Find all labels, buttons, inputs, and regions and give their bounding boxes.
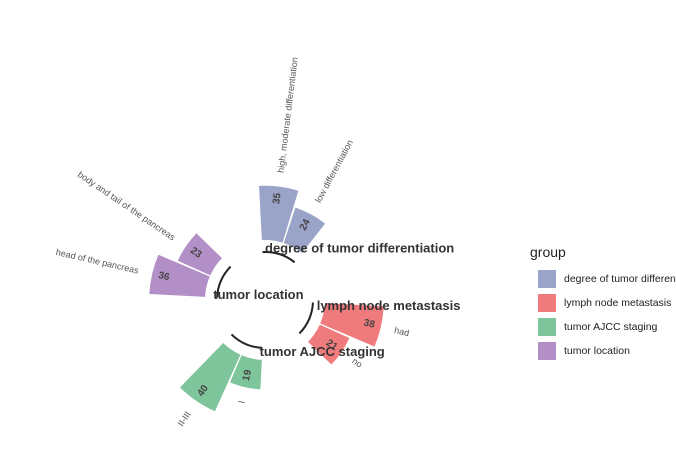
group-arc-tumor-location <box>216 265 232 298</box>
legend-item-location: tumor location <box>528 339 676 363</box>
category-label-head-of-the-pancreas: head of the pancreas <box>55 247 140 276</box>
legend-item-ajcc: tumor AJCC staging <box>528 315 676 339</box>
legend-label-lymph: lymph node metastasis <box>564 297 672 309</box>
bar-value-had: 38 <box>363 317 377 330</box>
category-label-had: had <box>393 325 410 338</box>
group-label-degree-of-tumor-differentiation: degree of tumor differentiation <box>265 241 454 256</box>
bar-low-differentiation <box>283 207 326 253</box>
legend-title: group <box>530 244 566 260</box>
bar-value-head-of-the-pancreas: 36 <box>157 270 171 283</box>
bar-ii-iii <box>179 343 241 412</box>
bar-high-moderate-differentiation <box>259 185 299 243</box>
bar-had <box>320 303 384 347</box>
group-arc-tumor-ajcc-staging <box>230 333 263 349</box>
bar-body-and-tail-of-the-pancreas <box>177 233 222 276</box>
category-label-no: no <box>350 356 364 370</box>
legend-label-location: tumor location <box>564 345 630 357</box>
bar-value-low-differentiation: 24 <box>298 217 313 232</box>
legend-key-ajcc <box>538 318 556 336</box>
group-arc-degree-of-tumor-differentiation <box>262 251 296 264</box>
group-label-tumor-location: tumor location <box>213 287 303 302</box>
legend: group degree of tumor different lymph no… <box>528 244 676 363</box>
legend-item-lymph: lymph node metastasis <box>528 291 676 315</box>
group-label-lymph-node-metastasis: lymph node metastasis <box>317 298 461 313</box>
legend-key-degree <box>538 270 556 288</box>
group-label-tumor-ajcc-staging: tumor AJCC staging <box>260 344 385 359</box>
legend-item-degree: degree of tumor different <box>528 267 676 291</box>
group-arc-lymph-node-metastasis <box>298 302 314 335</box>
bar-value-i: 19 <box>241 368 254 382</box>
category-label-body-and-tail-of-the-pancreas: body and tail of the pancreas <box>76 169 178 243</box>
bar-no <box>308 324 350 365</box>
legend-label-ajcc: tumor AJCC staging <box>564 321 658 333</box>
category-label-ii-iii: II-III <box>176 410 193 428</box>
bar-i <box>230 355 262 390</box>
legend-key-location <box>538 342 556 360</box>
category-label-low-differentiation: low differentiation <box>313 138 355 204</box>
category-label-i: I <box>236 400 246 405</box>
bar-value-high-moderate-differentiation: 35 <box>271 192 283 205</box>
category-label-high-moderate-differentiation: high, moderate differentiation <box>276 57 300 174</box>
legend-label-degree: degree of tumor different <box>564 273 676 285</box>
bar-head-of-the-pancreas <box>149 254 210 297</box>
legend-key-lymph <box>538 294 556 312</box>
